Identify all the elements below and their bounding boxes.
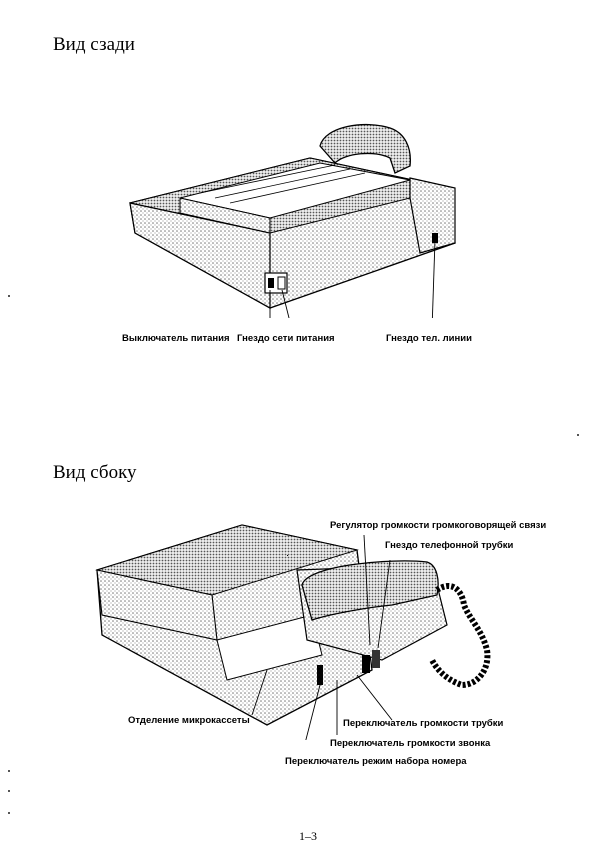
- page-number: 1–3: [299, 829, 317, 843]
- fax-rear-illustration: [129, 123, 456, 318]
- line-jack-label: Гнездо тел. линии: [386, 333, 472, 344]
- microcassette-label: Отделение микрокассеты: [128, 715, 250, 726]
- scan-speck: [577, 434, 579, 436]
- power-switch-label: Выключатель питания: [122, 333, 230, 344]
- speaker-volume-label: Регулятор громкости громкоговорящей связ…: [330, 520, 547, 531]
- side-view-heading: Вид сбоку: [53, 462, 137, 483]
- scan-speck: [8, 812, 10, 814]
- handset-volume-switch-label: Переключатель громкости трубки: [343, 718, 504, 729]
- handset-jack-label: Гнездо телефонной трубки: [385, 540, 514, 551]
- power-socket-label: Гнездо сети питания: [237, 333, 335, 344]
- rear-view-heading: Вид сзади: [53, 34, 135, 55]
- ringer-volume-switch-label: Переключатель громкости звонка: [330, 738, 491, 749]
- fax-side-illustration: [95, 524, 491, 740]
- scan-speck: [8, 790, 10, 792]
- scan-speck: [8, 295, 10, 297]
- dial-mode-switch-label: Переключатель режим набора номера: [285, 756, 467, 767]
- scan-speck: [8, 770, 10, 772]
